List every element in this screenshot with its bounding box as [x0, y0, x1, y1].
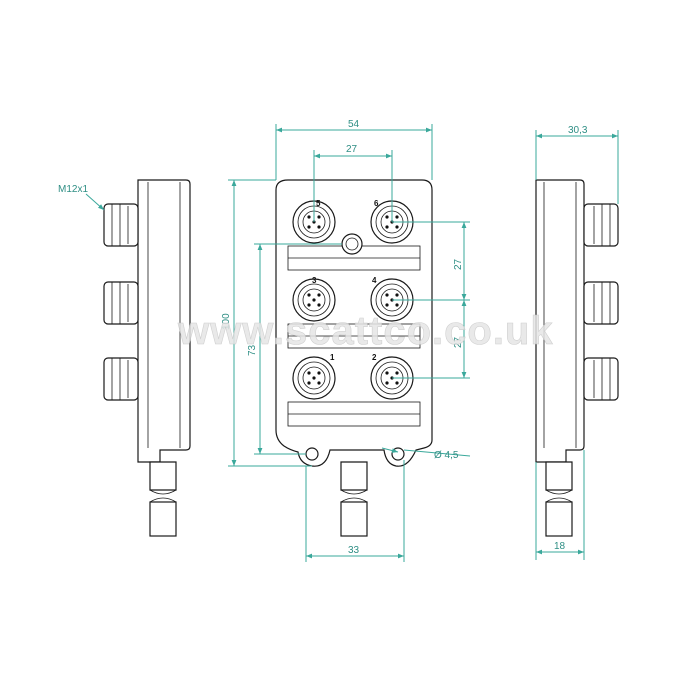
- port-label-3: 3: [312, 276, 317, 285]
- left-connector-bottom: [103, 357, 139, 401]
- dim-port-pitch-v2: 27: [453, 336, 464, 348]
- right-connector-middle: [583, 281, 619, 325]
- dim-port-pitch-h: 27: [346, 144, 358, 155]
- dim-width-overall: 54: [348, 119, 360, 130]
- port-label-5: 5: [316, 199, 321, 208]
- watermark: www.scattco.co.uk: [177, 309, 554, 353]
- dim-side-width-top: 30,3: [568, 125, 588, 136]
- left-connector-top: [103, 203, 139, 247]
- port-3: 3: [292, 276, 336, 322]
- right-connector-bottom: [583, 357, 619, 401]
- port-label-2: 2: [372, 353, 377, 362]
- front-view: 5 6 3 4 1 2: [275, 179, 433, 537]
- dim-mount-hole-diameter: Ø 4,5: [434, 450, 459, 461]
- port-label-4: 4: [372, 276, 377, 285]
- dim-mount-hole-spacing: 33: [348, 545, 360, 556]
- dim-port-span-v: 73: [247, 344, 258, 356]
- dim-height-overall: 100: [221, 313, 232, 330]
- mount-hole-left: [305, 447, 319, 461]
- left-connector-middle: [103, 281, 139, 325]
- front-dimensions: 54 27 100 73 27 27 Ø 4,5 33: [221, 119, 471, 562]
- side-dimensions: 30,3 18: [535, 125, 619, 560]
- dim-port-pitch-v1: 27: [453, 258, 464, 270]
- thread-label: M12x1: [58, 184, 88, 195]
- port-label-1: 1: [330, 353, 335, 362]
- port-1: 1: [292, 353, 336, 400]
- right-connector-top: [583, 203, 619, 247]
- mount-hole-right: [391, 447, 405, 461]
- port-label-6: 6: [374, 199, 379, 208]
- right-side-view: [535, 179, 619, 537]
- left-side-view: M12x1: [58, 179, 191, 537]
- dim-side-width-bottom: 18: [554, 541, 566, 552]
